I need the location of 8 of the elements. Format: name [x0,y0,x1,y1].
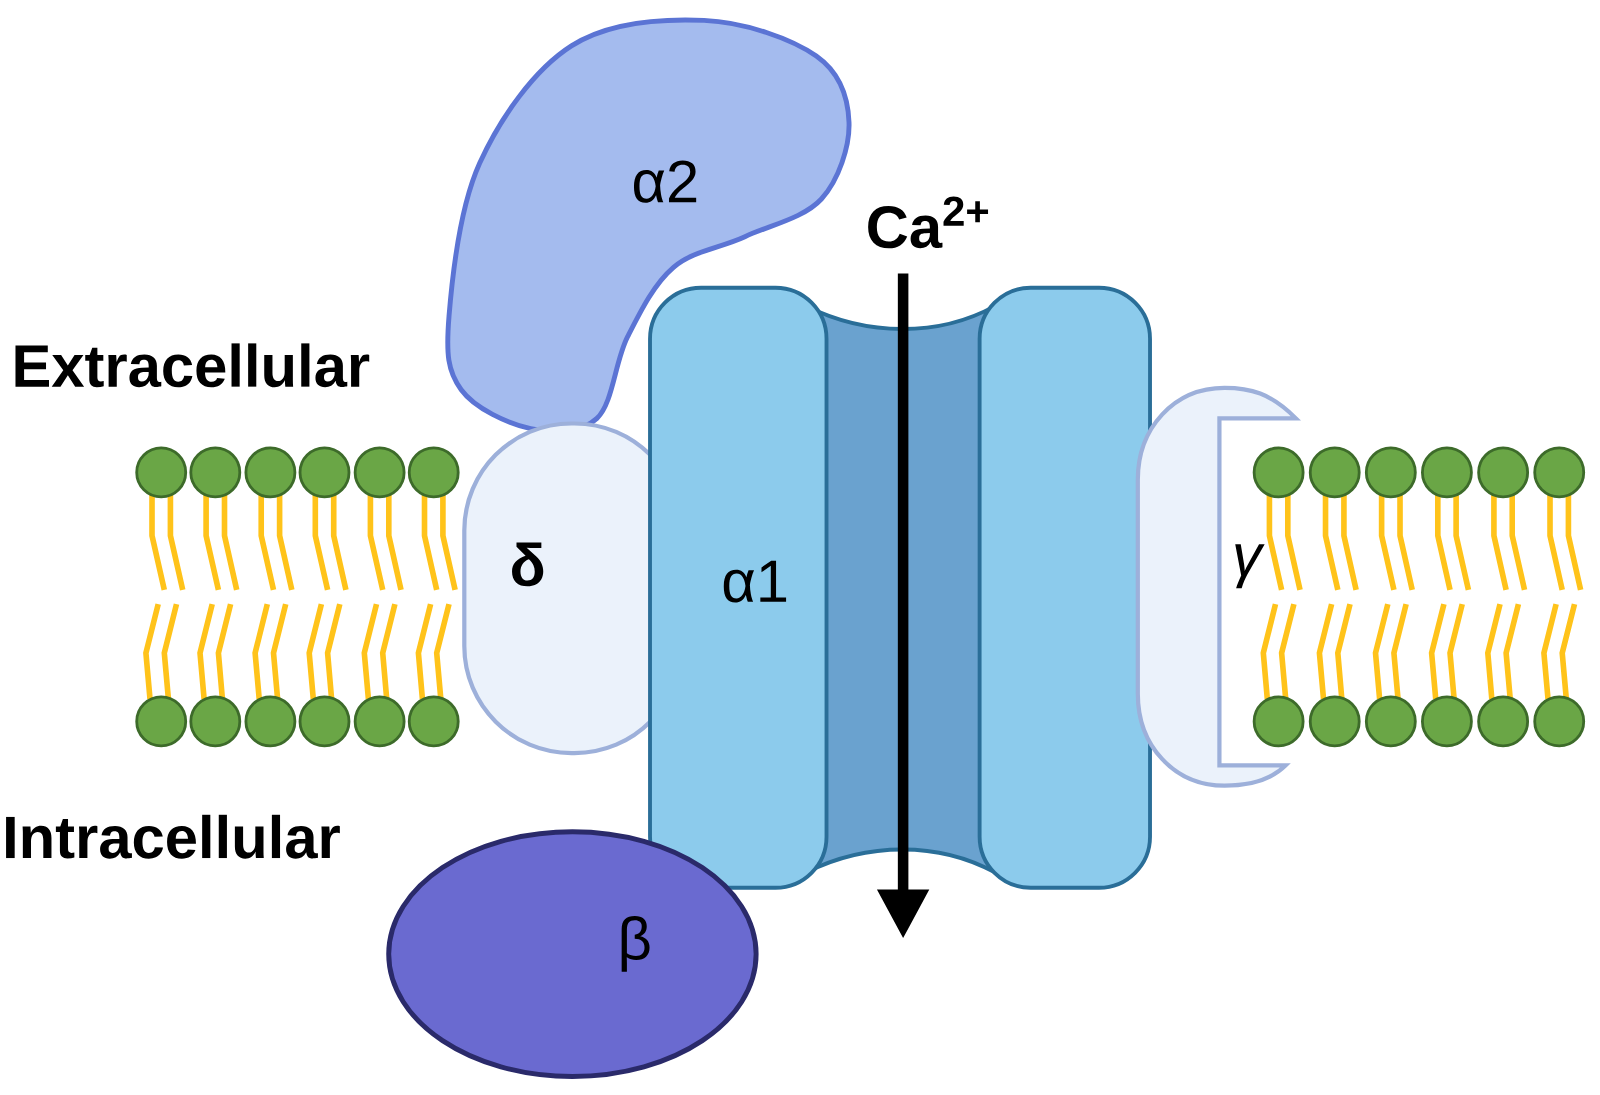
text-label: Ca$^{2+}$ [868,196,989,249]
protein-subunit: γ [1135,385,1299,788]
text-label: Extracellular [15,343,370,388]
protein-subunit: α2 [445,17,852,434]
text-label: Intracellular [6,814,340,859]
channel-protein: α1 [648,285,1152,890]
node-label: α1 [723,560,787,603]
protein-subunit: β [386,829,759,1079]
